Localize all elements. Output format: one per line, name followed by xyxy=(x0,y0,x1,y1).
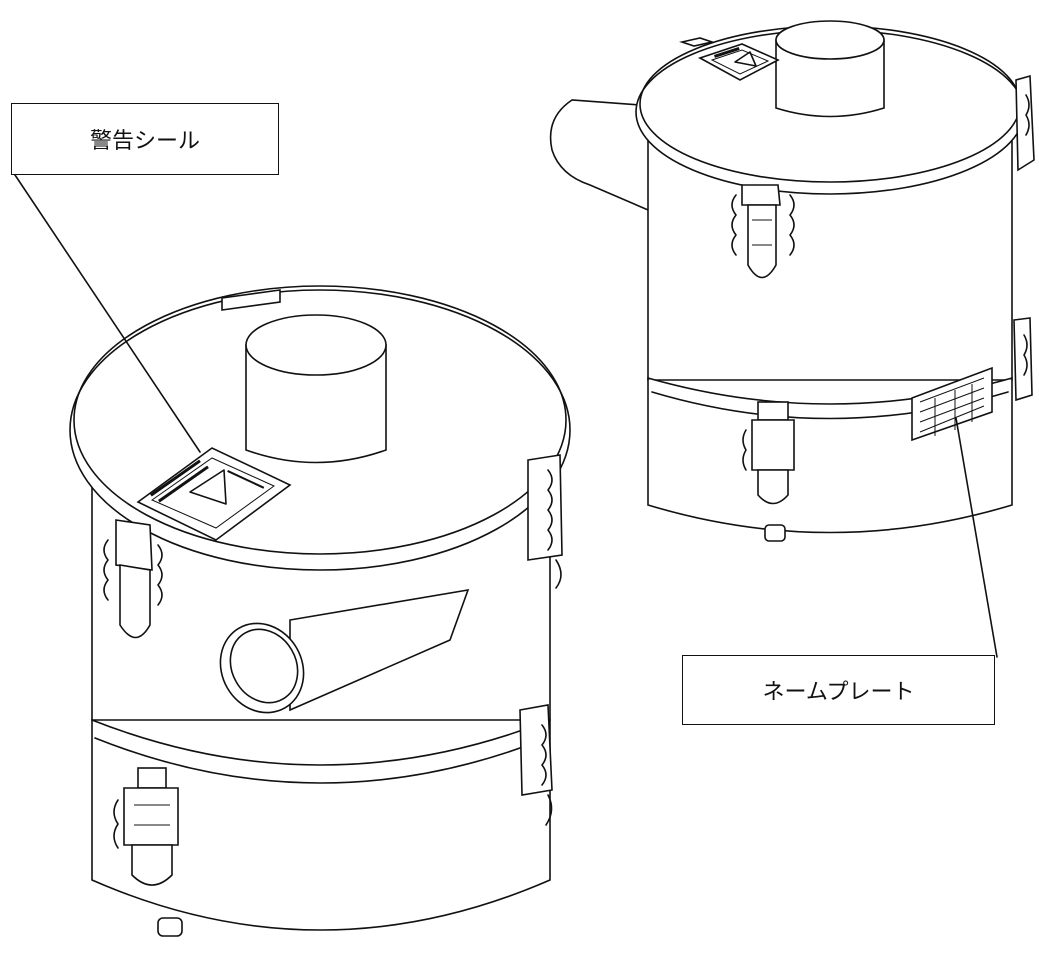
latch-front-upper-right xyxy=(527,454,563,589)
front-dust-container xyxy=(69,285,571,937)
rear-dust-container xyxy=(549,20,1035,542)
warning-sticker-drawing xyxy=(136,447,292,541)
nameplate-callout: ネームプレート xyxy=(682,655,995,725)
latch-front-lower-right xyxy=(519,704,553,826)
leader-line-nameplate xyxy=(955,417,998,658)
warning-label-callout: 警告シール xyxy=(11,103,279,175)
latch-front-lower-left xyxy=(113,767,179,886)
latch-rear-lower xyxy=(742,401,795,505)
latch-front-upper-left xyxy=(103,519,163,639)
name-plate-drawing xyxy=(911,366,993,442)
warning-label-text: 警告シール xyxy=(89,129,200,154)
leader-line-warning xyxy=(12,171,201,453)
latch-rear-upper xyxy=(731,184,795,279)
nameplate-text: ネームプレート xyxy=(762,680,915,705)
